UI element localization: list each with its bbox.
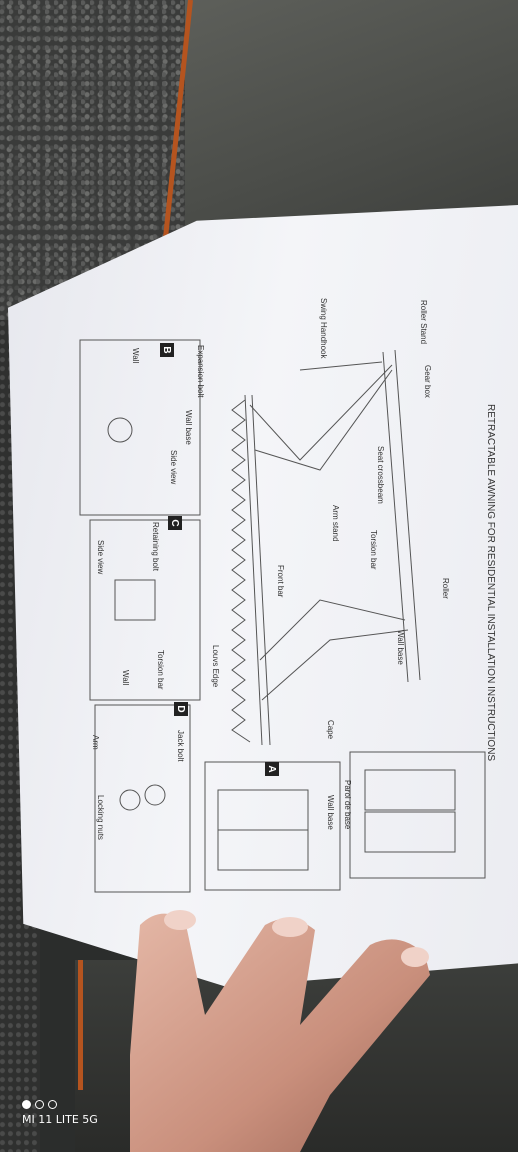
label-gear-box: Gear box (423, 365, 432, 398)
panel-letter-a: A (265, 762, 279, 776)
panel-d-box (94, 704, 191, 893)
dot-icon (48, 1100, 57, 1109)
label-front-bar: Front bar (276, 565, 285, 598)
instruction-sheet (8, 205, 518, 988)
label-roller: Roller (441, 578, 450, 599)
panel-letter-d: D (174, 702, 188, 716)
roller-line (394, 349, 421, 681)
hand-photo (130, 910, 430, 1152)
device-name: MI 11 LITE 5G (22, 1113, 98, 1126)
label-side-view-b: Side view (169, 450, 178, 485)
panel-a-box (204, 761, 341, 891)
panel-b-box (79, 339, 201, 516)
label-locking-nuts: Locking nuts (96, 795, 105, 840)
label-torsion-bar: Torsion bar (369, 530, 378, 570)
label-swing-handhook: Swing Handhook (319, 298, 328, 359)
front-bar-line (244, 394, 263, 746)
label-seat-crossbeam: Seat crossbeam (376, 446, 385, 504)
document-title: RETRACTABLE AWNING FOR RESIDENTIAL INSTA… (485, 404, 496, 762)
label-jack-bolt: Jack bolt (176, 730, 185, 762)
dot-icon (22, 1100, 31, 1109)
label-roller-stand: Roller Stand (419, 300, 428, 345)
label-arm: Arm (91, 735, 100, 750)
label-wall-base: Wall base (396, 630, 405, 665)
label-arm-stand: Arm stand (331, 505, 340, 542)
label-side-view-c: Side view (96, 540, 105, 575)
label-wall-base-a: Wall base (326, 795, 335, 830)
panel-letter-b: B (160, 343, 174, 357)
camera-watermark: MI 11 LITE 5G (22, 1100, 98, 1126)
label-wall-base-b: Wall base (184, 410, 193, 445)
label-expansion-bolt: Expansion bolt (196, 345, 205, 398)
panel-letter-c: C (168, 516, 182, 530)
label-louvre-edge: Louvs Edge (211, 645, 220, 688)
board-edge-lower (78, 960, 83, 1090)
label-parol-de-base: Parol de base (343, 780, 352, 830)
label-torsion-bar-c: Torsion bar (156, 650, 165, 690)
gravel-background (0, 0, 215, 330)
wooden-board (185, 0, 518, 230)
label-wall-c: Wall (121, 670, 130, 686)
label-wall-b: Wall (131, 348, 140, 364)
label-cape: Cape (326, 720, 335, 740)
label-retaining-bolt: Retaining bolt (151, 522, 160, 571)
dot-icon (35, 1100, 44, 1109)
watermark-dots (22, 1100, 98, 1109)
